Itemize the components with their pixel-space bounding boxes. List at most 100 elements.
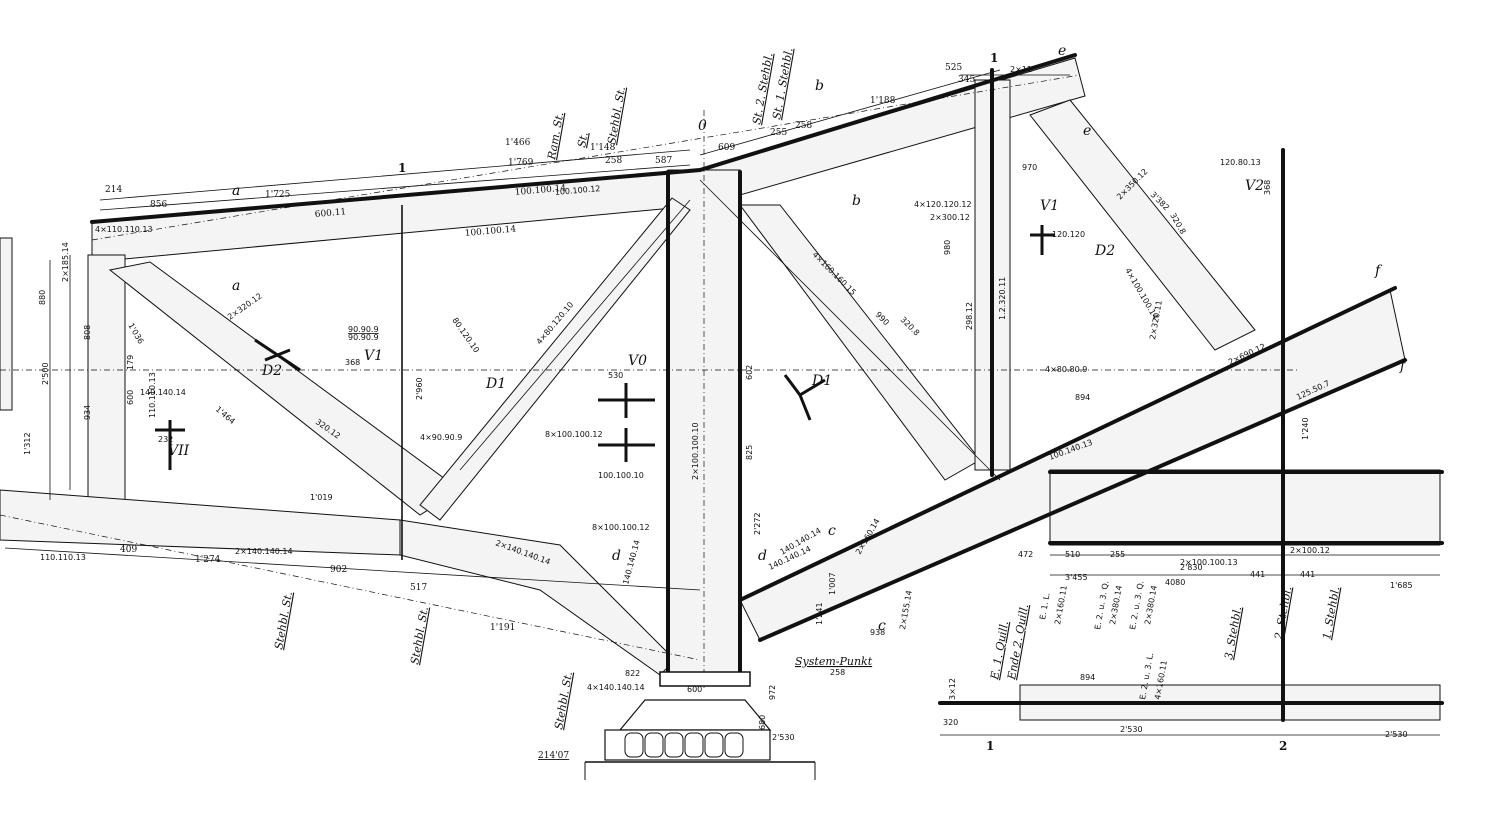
profile-8: 110.110.13 [148, 372, 157, 418]
dim-17: 1'464 [214, 405, 237, 426]
dim-36: 680 [758, 715, 767, 730]
dimension-lines [4, 69, 1440, 736]
profile-5: 4×110.110.13 [95, 225, 153, 234]
dim-7: 255 [770, 128, 787, 138]
right-bottom-chord [1049, 469, 1441, 546]
dim-8: 258 [795, 121, 812, 131]
label-d2: D2 [261, 363, 282, 379]
dim-59: 1'240 [1301, 417, 1310, 440]
dim-57: 2'530 [1385, 730, 1408, 739]
dim-35: 972 [768, 685, 777, 700]
label-st: St. [575, 131, 590, 148]
label-v0: V0 [628, 353, 647, 369]
dim-42: 980 [943, 240, 952, 255]
profile-4: 600.11 [314, 207, 346, 220]
profile-7: 140.140.14 [140, 388, 186, 397]
dim-39: 602 [745, 365, 754, 380]
bearing-support [584, 671, 816, 780]
dim-64: 298.12 [965, 302, 974, 330]
dim-46: 472 [1018, 550, 1033, 559]
lower-chord-right [739, 289, 1406, 641]
section-a-bottom: a [232, 278, 240, 294]
system-line-lower [0, 514, 701, 661]
dim-58: 320 [943, 718, 958, 727]
profile-32: 120.80.13 [1220, 158, 1261, 167]
dim-45: 232 [158, 435, 173, 444]
dim-47: 510 [1065, 550, 1080, 559]
dim-9: 1'188 [870, 96, 896, 106]
dim-19: 179 [126, 355, 135, 370]
profile-19: 2×100.100.10 [691, 422, 700, 480]
dim-30: 822 [625, 669, 640, 678]
dim-63: 938 [870, 628, 885, 637]
section-c-bottom: c [878, 618, 886, 634]
profile-21: 4×140.140.14 [587, 683, 645, 692]
profile-20: 140.140.14 [621, 539, 642, 586]
lower-chord-right-edge [738, 286, 1397, 602]
lower-chord-left [0, 489, 401, 556]
dim-50: 441 [1250, 570, 1265, 579]
label-3-stehbl: 3. Stehbl. [1222, 605, 1244, 660]
dim-14: 214 [105, 185, 122, 195]
label-stehbl-st: Stehbl. St. [605, 86, 628, 146]
section-vII-icon [155, 420, 185, 470]
dim-43: 2'960 [415, 377, 424, 400]
dim-60: 894 [1075, 393, 1090, 402]
dim-3: 1'148 [590, 143, 616, 153]
dim-49: 2'830 [1180, 563, 1203, 572]
dim-37: 2'272 [753, 512, 762, 535]
profile-45: 2×155.14 [898, 590, 914, 631]
section-d-right: d [758, 548, 767, 564]
label-v1: V1 [364, 348, 383, 364]
dim-20: 934 [83, 405, 92, 420]
label-vII: VII [168, 443, 190, 459]
label-stehbl-low2: Stehbl. St. [408, 606, 431, 666]
section-d-left: d [612, 548, 621, 564]
profile-41: 2×380.14 [1108, 585, 1124, 626]
dim-52: 1'685 [1390, 581, 1413, 590]
dim-55: 894 [1080, 673, 1095, 682]
profile-34: 4×80.80.9 [1045, 365, 1087, 374]
dim-5: 587 [655, 156, 672, 166]
profile-12: 90.90.9 [348, 325, 379, 334]
axis-I-label: 1 [398, 161, 406, 175]
axis-1-bottom: 1 [986, 739, 994, 753]
dim-15: 808 [83, 325, 92, 340]
dim-23: 880 [38, 290, 47, 305]
section-zero: 0 [698, 118, 707, 134]
upper-chord-edge [90, 53, 1077, 224]
label-elevation: 214'07 [538, 751, 569, 761]
profile-26: 4×120.120.12 [914, 200, 972, 209]
dim-11: 345 [958, 75, 975, 85]
dim-4: 258 [605, 156, 622, 166]
profile-16: 8×100.100.12 [545, 430, 603, 439]
axis-1-top: 1 [990, 51, 998, 65]
profile-1: 100.100.14 [514, 184, 566, 198]
section-a-top: a [232, 183, 240, 199]
profile-27: 2×300.12 [930, 213, 970, 222]
dim-21: 1'312 [23, 432, 32, 455]
profile-39: 2×100.12 [1290, 546, 1330, 555]
profile-50: 100.100.12 [554, 184, 600, 197]
dim-38: 825 [745, 445, 754, 460]
dim-33: 1'241 [815, 602, 824, 625]
profile-2: 100.100.14 [464, 225, 516, 239]
diagonal-thin-1 [699, 179, 1001, 481]
system-line-upper [91, 74, 1081, 241]
lower-chord-right-edge-2 [758, 358, 1407, 642]
dim-34: 258 [830, 668, 845, 677]
dim-44: 368 [1263, 180, 1272, 195]
dim-54: 4080 [1165, 578, 1185, 587]
label-v2: V2 [1245, 178, 1264, 194]
dim-65: 368 [345, 358, 360, 367]
dim-12: 856 [150, 200, 167, 210]
section-e-top: e [1058, 43, 1066, 59]
profile-17: 100.100.10 [598, 471, 644, 480]
dim-56: 2'530 [1120, 725, 1143, 734]
profile-44: 3×12 [948, 678, 957, 700]
dim-28: 1'019 [310, 493, 333, 502]
section-v1-icon [1030, 225, 1055, 255]
section-b-bottom: b [852, 193, 861, 209]
profile-10: 2×140.140.14 [235, 547, 293, 556]
dim-66: 530 [608, 371, 623, 380]
